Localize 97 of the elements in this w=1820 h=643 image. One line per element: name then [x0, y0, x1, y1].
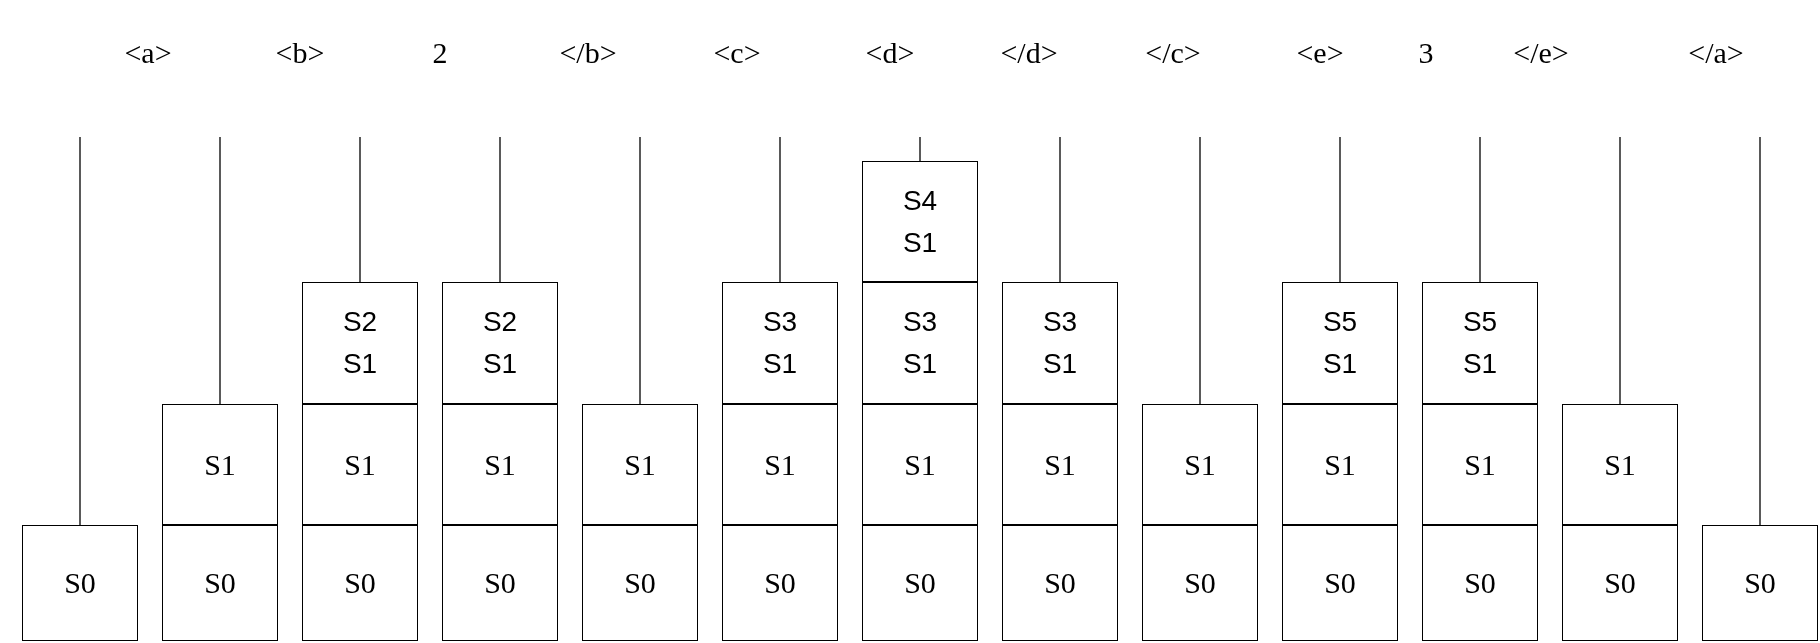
state-text: S1 — [902, 225, 938, 260]
stack-box — [1422, 282, 1538, 404]
connector-line — [1339, 136, 1341, 283]
state-text: S1 — [764, 449, 796, 480]
state-text: S5 — [1462, 305, 1498, 339]
stack-box — [442, 404, 558, 525]
token-label: </b> — [559, 38, 617, 68]
state-text: S1 — [204, 449, 236, 480]
connector-line — [499, 136, 501, 283]
stack-box — [862, 161, 978, 282]
stack-box — [862, 525, 978, 641]
state-text: S3 — [902, 305, 938, 339]
stack-box — [162, 525, 278, 641]
stack-box — [1142, 404, 1258, 525]
connector-line — [1479, 136, 1481, 283]
stack-box — [1422, 404, 1538, 525]
state-text: S1 — [1042, 347, 1078, 381]
state-text: S5 — [1322, 305, 1358, 339]
state-text: S1 — [1322, 347, 1358, 381]
state-text: S1 — [762, 347, 798, 381]
stack-box — [1002, 404, 1118, 525]
state-text: S1 — [1604, 449, 1636, 480]
state-text: S1 — [1044, 449, 1076, 480]
state-text: S1 — [1464, 449, 1496, 480]
connector-line — [919, 136, 921, 162]
token-label: </e> — [1513, 38, 1569, 68]
stack-box — [582, 525, 698, 641]
stack-box — [442, 525, 558, 641]
state-text: S1 — [624, 449, 656, 480]
state-text: S1 — [482, 347, 518, 381]
token-label: </a> — [1688, 38, 1744, 68]
state-text: S0 — [344, 568, 376, 598]
token-label: <b> — [275, 38, 325, 68]
stack-box — [1702, 525, 1818, 641]
state-text: S0 — [904, 568, 936, 598]
state-text: S0 — [1744, 568, 1776, 598]
state-text: S1 — [344, 449, 376, 480]
stack-box — [862, 282, 978, 404]
connector-line — [1199, 136, 1201, 405]
stack-box — [1562, 525, 1678, 641]
state-text: S1 — [484, 449, 516, 480]
stack-box — [862, 404, 978, 525]
state-text: S2 — [342, 305, 378, 339]
stack-box — [1142, 525, 1258, 641]
stack-box — [302, 282, 418, 404]
stack-box — [722, 282, 838, 404]
token-label: <c> — [713, 38, 761, 68]
stack-box — [1002, 282, 1118, 404]
state-text: S0 — [1604, 568, 1636, 598]
stack-box — [1282, 282, 1398, 404]
state-text: S0 — [1044, 568, 1076, 598]
state-text: S0 — [1324, 568, 1356, 598]
stack-box — [722, 525, 838, 641]
connector-line — [1759, 136, 1761, 526]
state-text: S0 — [64, 568, 96, 598]
connector-line — [1619, 136, 1621, 405]
state-text: S0 — [1184, 568, 1216, 598]
token-label: </d> — [1000, 38, 1058, 68]
stack-box — [302, 404, 418, 525]
state-text: S3 — [1042, 305, 1078, 339]
stack-box — [442, 282, 558, 404]
state-text: S4 — [902, 183, 938, 218]
connector-line — [639, 136, 641, 405]
state-text: S1 — [1324, 449, 1356, 480]
stack-box — [1002, 525, 1118, 641]
state-text: S2 — [482, 305, 518, 339]
connector-line — [79, 136, 81, 526]
stack-box — [22, 525, 138, 641]
state-text: S3 — [762, 305, 798, 339]
state-text: S1 — [1462, 347, 1498, 381]
stack-box — [302, 525, 418, 641]
state-text: S0 — [204, 568, 236, 598]
stack-box — [722, 404, 838, 525]
stack-box — [1282, 525, 1398, 641]
token-label: 2 — [432, 38, 448, 68]
token-label: <e> — [1296, 38, 1344, 68]
state-text: S0 — [624, 568, 656, 598]
stack-box — [1562, 404, 1678, 525]
state-text: S0 — [484, 568, 516, 598]
state-text: S1 — [342, 347, 378, 381]
stack-box — [1422, 525, 1538, 641]
token-label: <a> — [124, 38, 172, 68]
state-text: S1 — [904, 449, 936, 480]
stack-box — [162, 404, 278, 525]
token-label: <d> — [865, 38, 915, 68]
state-text: S0 — [1464, 568, 1496, 598]
state-text: S1 — [902, 347, 938, 381]
stack-box — [1282, 404, 1398, 525]
token-label: 3 — [1418, 38, 1434, 68]
token-label: </c> — [1145, 38, 1201, 68]
connector-line — [1059, 136, 1061, 283]
state-text: S0 — [764, 568, 796, 598]
connector-line — [359, 136, 361, 283]
connector-line — [779, 136, 781, 283]
stack-box — [582, 404, 698, 525]
state-text: S1 — [1184, 449, 1216, 480]
connector-line — [219, 136, 221, 405]
